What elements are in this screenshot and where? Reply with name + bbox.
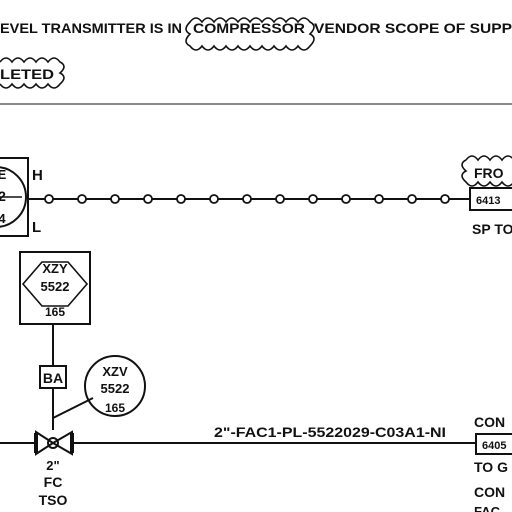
signal-dot (440, 194, 450, 204)
interlock-xzy: XZY 5522 165 (19, 251, 91, 325)
transmitter-tag-bottom: 4 (0, 211, 6, 226)
signal-dot (176, 194, 186, 204)
valve-instrument-xzv: XZV 5522 165 (84, 355, 146, 417)
continuation-label: CON (474, 414, 505, 430)
signal-from-tag: 6413 (476, 195, 500, 207)
transmitter-box (0, 157, 29, 237)
valve-body-right (51, 430, 73, 456)
transmitter-bubble (0, 166, 27, 228)
valve-stem (47, 437, 59, 449)
signal-dot (407, 194, 417, 204)
valve-body-left (35, 430, 55, 456)
pipe-line-number: 2"-FAC1-PL-5522029-C03A1-NI (214, 424, 446, 440)
revision-cloud-deleted (0, 57, 65, 89)
process-line: 2"-FAC1-PL-5522029-C03A1-NI (0, 424, 476, 444)
signal-dot (275, 194, 285, 204)
valve-instrument-bubble (84, 355, 146, 417)
level-transmitter: E 2 4 H L (0, 157, 43, 237)
valve-instrument-leader (52, 397, 94, 419)
signal-from-connector: FRO 6413 SP TO (461, 155, 512, 237)
note-text-compressor: COMPRESSOR (193, 20, 305, 36)
note-text-suffix: VENDOR SCOPE OF SUPP (314, 20, 512, 36)
valve-flange-right (70, 433, 74, 453)
valve-type: TSO (39, 492, 68, 508)
transmitter-tag-top: E (0, 167, 7, 182)
signal-dots (44, 194, 450, 204)
signal-dot (308, 194, 318, 204)
valve-instrument-sub: 165 (105, 401, 125, 415)
revision-cloud-from (461, 155, 512, 187)
transmitter-tag: 2 (0, 188, 6, 204)
signal-dot (209, 194, 219, 204)
signal-from-label: FRO (474, 165, 504, 181)
valve-size: 2" (46, 458, 59, 473)
continuation-to: TO G (474, 459, 508, 475)
actuator-line: BA (39, 324, 94, 430)
interlock-box (19, 251, 91, 325)
continuation-tag: 6405 (482, 440, 506, 452)
continuation-fac: FAC (474, 504, 501, 512)
interlock-sub: 165 (45, 305, 65, 319)
signal-dot (242, 194, 252, 204)
valve-fail-position: FC (44, 474, 63, 490)
signal-dot (77, 194, 87, 204)
signal-from-box (469, 187, 512, 211)
signal-dot (44, 194, 54, 204)
note-text-deleted: LETED (0, 66, 54, 82)
continuation-connector: CON 6405 TO G CON FAC (474, 414, 512, 512)
signal-line (28, 194, 470, 204)
low-label: L (32, 219, 41, 236)
note-text-prefix: EVEL TRANSMITTER IS IN (0, 20, 182, 36)
interlock-diamond (21, 261, 89, 307)
valve-instrument-name: XZV (102, 364, 128, 379)
signal-dot (110, 194, 120, 204)
high-label: H (32, 167, 43, 184)
continuation-label-2: CON (474, 484, 505, 500)
scope-note: EVEL TRANSMITTER IS IN COMPRESSOR VENDOR… (0, 17, 512, 89)
signal-dot (341, 194, 351, 204)
signal-dot (143, 194, 153, 204)
valve-instrument-number: 5522 (101, 381, 130, 396)
shutoff-valve: 2" FC TSO (34, 430, 74, 508)
signal-dot (374, 194, 384, 204)
signal-from-caption: SP TO (472, 221, 512, 237)
interlock-number: 5522 (41, 279, 70, 294)
interlock-name: XZY (42, 261, 68, 276)
valve-flange-left (34, 433, 38, 453)
revision-cloud-compressor (185, 17, 315, 51)
actuator-label: BA (43, 370, 63, 386)
continuation-box (475, 433, 512, 455)
